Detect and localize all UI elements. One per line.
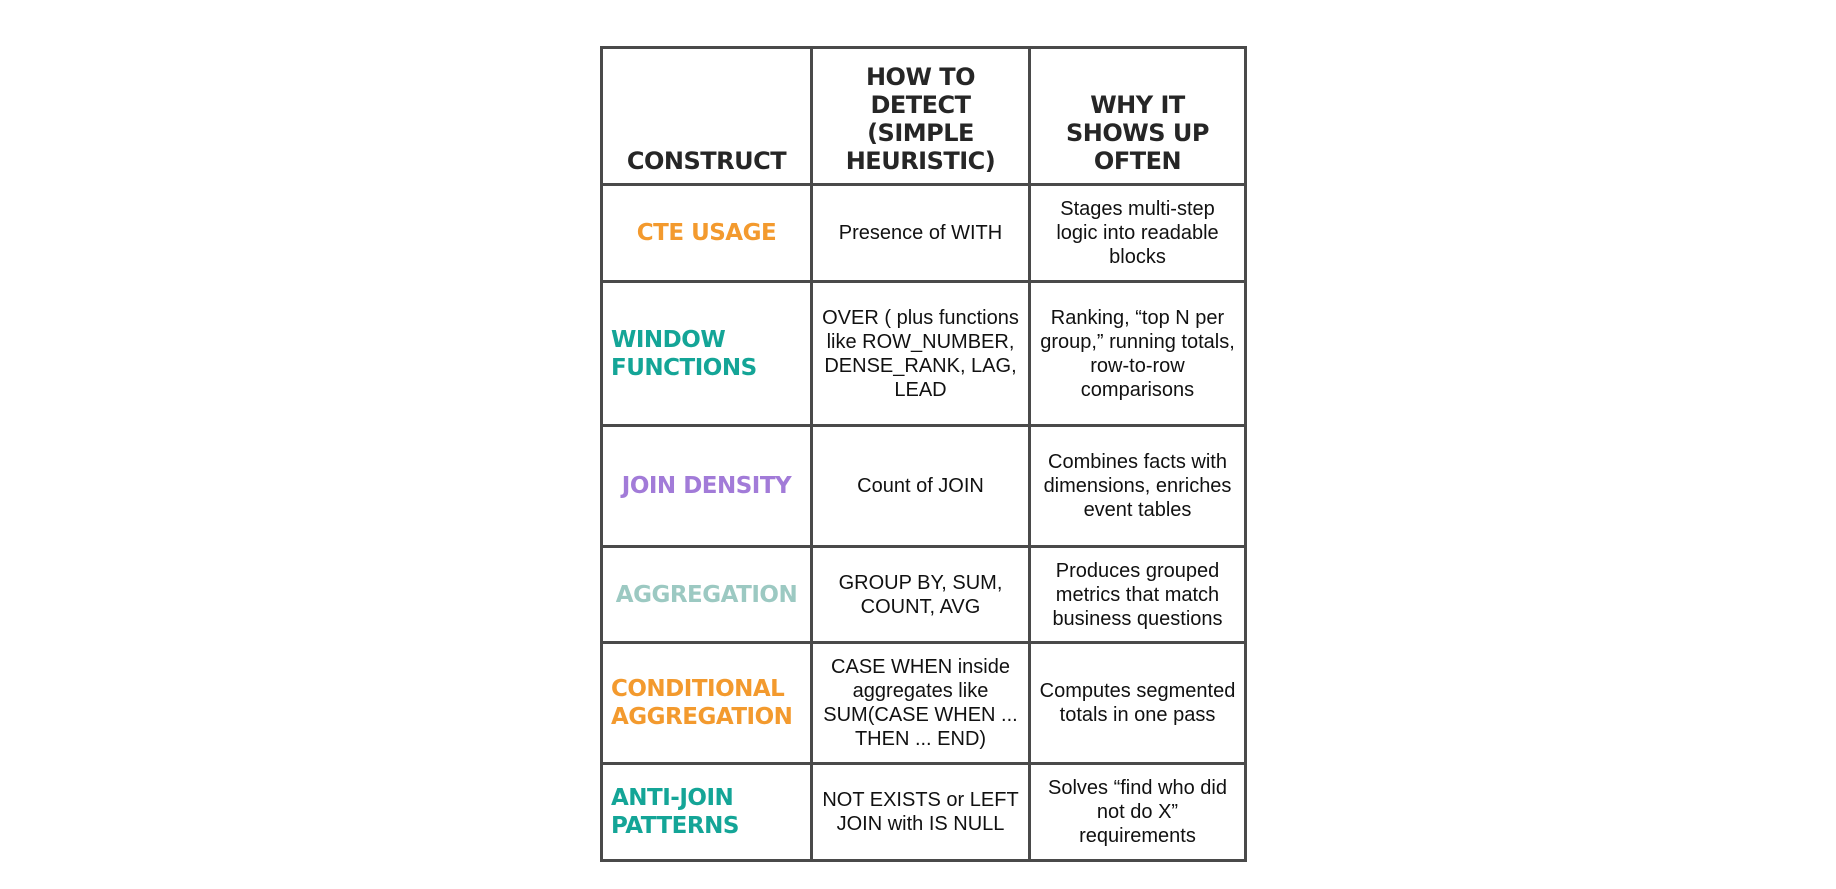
construct-cell: Window functions [600, 280, 813, 427]
detect-cell: Count of JOIN [810, 424, 1031, 548]
detect-cell: NOT EXISTS or LEFT JOIN with IS NULL [810, 762, 1031, 862]
why-cell: Computes segmented totals in one pass [1028, 641, 1247, 765]
header-why: Why it shows up often [1028, 46, 1247, 186]
detect-cell: OVER ( plus functions like ROW_NUMBER, D… [810, 280, 1031, 427]
table-row: Aggregation GROUP BY, SUM, COUNT, AVG Pr… [600, 545, 1247, 644]
header-row: Construct How to detect (simple heuristi… [600, 46, 1247, 186]
why-cell: Solves “find who did not do X” requireme… [1028, 762, 1247, 862]
detect-cell: GROUP BY, SUM, COUNT, AVG [810, 545, 1031, 644]
table-row: Conditional aggregation CASE WHEN inside… [600, 641, 1247, 765]
table-row: CTE usage Presence of WITH Stages multi-… [600, 183, 1247, 283]
detect-cell: CASE WHEN inside aggregates like SUM(CAS… [810, 641, 1031, 765]
header-detect: How to detect (simple heuristic) [810, 46, 1031, 186]
construct-label: Aggregation [615, 581, 798, 608]
construct-cell: Aggregation [600, 545, 813, 644]
table-row: Window functions OVER ( plus functions l… [600, 280, 1247, 427]
construct-label: Window functions [611, 326, 757, 381]
header-construct: Construct [600, 46, 813, 186]
construct-label: Conditional aggregation [611, 676, 793, 730]
construct-label: JOIN density [621, 473, 792, 499]
construct-cell: Conditional aggregation [600, 641, 813, 765]
table-row: Anti-join patterns NOT EXISTS or LEFT JO… [600, 762, 1247, 862]
construct-cell: CTE usage [600, 183, 813, 283]
why-cell: Combines facts with dimensions, enriches… [1028, 424, 1247, 548]
construct-label: Anti-join patterns [611, 785, 739, 839]
sql-constructs-table: Construct How to detect (simple heuristi… [600, 46, 1247, 862]
why-cell: Stages multi-step logic into readable bl… [1028, 183, 1247, 283]
construct-label: CTE usage [636, 220, 777, 246]
why-cell: Produces grouped metrics that match busi… [1028, 545, 1247, 644]
table-row: JOIN density Count of JOIN Combines fact… [600, 424, 1247, 548]
construct-cell: JOIN density [600, 424, 813, 548]
why-cell: Ranking, “top N per group,” running tota… [1028, 280, 1247, 427]
detect-cell: Presence of WITH [810, 183, 1031, 283]
construct-cell: Anti-join patterns [600, 762, 813, 862]
